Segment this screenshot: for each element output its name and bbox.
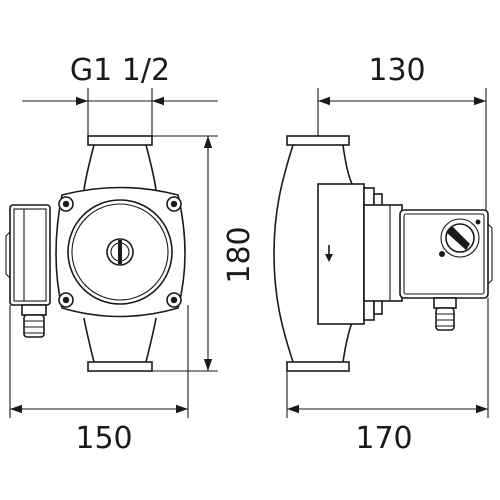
side-view	[273, 135, 493, 372]
side-body	[273, 144, 294, 363]
terminal-box	[9, 204, 51, 306]
cable-gland	[21, 304, 47, 316]
top-flange	[87, 135, 153, 146]
bottom-flange	[87, 361, 153, 372]
label-width-side: 170	[355, 421, 412, 456]
label-depth-top: 130	[368, 53, 425, 88]
label-port-size: G1 1/2	[70, 53, 170, 88]
side-cable-gland	[433, 297, 457, 309]
top-neck	[83, 144, 157, 191]
dimension-labels: G1 1/2 130 180 150 170	[70, 53, 426, 456]
front-view	[5, 135, 186, 372]
side-top-flange	[286, 135, 350, 146]
label-width-front: 150	[75, 421, 132, 456]
label-height: 180	[222, 226, 257, 283]
side-bottom-flange	[286, 361, 350, 372]
bottom-neck	[83, 317, 157, 363]
dimension-lines	[9, 88, 489, 418]
